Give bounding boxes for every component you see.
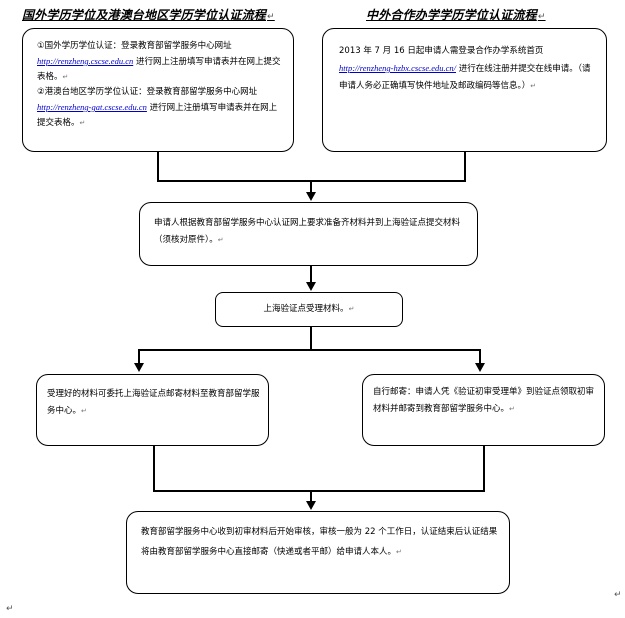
connector-to-final (310, 490, 312, 502)
connector-left-down (157, 152, 159, 181)
right-heading: 中外合作办学学历学位认证流程↵ (366, 6, 546, 23)
item1-paragraph: ①国外学历学位认证：登录教育部留学服务中心网址 http://renzheng.… (37, 39, 283, 85)
connector-right-down (464, 152, 466, 181)
box-accept-materials: 上海验证点受理材料。↵ (215, 292, 403, 327)
link-renzheng[interactable]: http://renzheng.cscse.edu.cn (37, 56, 134, 66)
connector-selfmail-down (483, 446, 485, 491)
sino-foreign-prefix: 2013 年 7 月 16 日起申请人需登录合作办学系统首页 (339, 46, 544, 56)
accept-text: 上海验证点受理材料。 (263, 304, 349, 314)
paragraph-mark-icon: ↵ (79, 119, 86, 127)
connector-submit-accept (310, 266, 312, 284)
paragraph-mark-icon: ↵ (62, 73, 69, 81)
arrow-down-icon (306, 282, 316, 291)
paragraph-mark-icon: ↵ (396, 548, 402, 556)
paragraph-mark-icon: ↵ (614, 590, 622, 600)
right-heading-text: 中外合作办学学历学位认证流程 (366, 8, 537, 22)
arrow-down-icon (306, 192, 316, 201)
arrow-down-icon (475, 363, 485, 372)
sino-foreign-paragraph: 2013 年 7 月 16 日起申请人需登录合作办学系统首页 http://re… (339, 43, 594, 95)
paragraph-mark-icon: ↵ (267, 12, 275, 22)
paragraph-mark-icon: ↵ (217, 236, 224, 244)
connector-to-submit (310, 180, 312, 194)
box-entrust-mail: 受理好的材料可委托上海验证点邮寄材料至教育部留学服务中心。↵ (36, 374, 269, 446)
paragraph-mark-icon: ↵ (81, 407, 87, 415)
arrow-down-icon (134, 363, 144, 372)
final-review-text: 教育部留学服务中心收到初审材料后开始审核，审核一般为 22 个工作日，认证结束后… (141, 527, 498, 557)
left-heading-text: 国外学历学位及港澳台地区学历学位认证流程 (22, 8, 267, 22)
item1-prefix: ①国外学历学位认证：登录教育部留学服务中心网址 (37, 41, 232, 51)
entrust-mail-text: 受理好的材料可委托上海验证点邮寄材料至教育部留学服务中心。 (47, 389, 260, 416)
paragraph-mark-icon: ↵ (348, 305, 355, 313)
link-renzheng-gat[interactable]: http://renzheng-gat.cscse.edu.cn (37, 102, 147, 112)
self-mail-text: 自行邮寄：申请人凭《验证初审受理单》到验证点领取初审材料并邮寄到教育部留学服务中… (373, 387, 595, 414)
submit-text: 申请人根据教育部留学服务中心认证网上要求准备齐材料并到上海验证点提交材料（须核对… (154, 218, 461, 245)
box-sino-foreign-online: 2013 年 7 月 16 日起申请人需登录合作办学系统首页 http://re… (322, 28, 607, 152)
box-final-review: 教育部留学服务中心收到初审材料后开始审核，审核一般为 22 个工作日，认证结束后… (126, 511, 510, 594)
connector-merge-bottom (153, 490, 485, 492)
arrow-down-icon (306, 501, 316, 510)
connector-split-right (479, 349, 481, 365)
connector-merge (157, 180, 466, 182)
connector-split-left (138, 349, 140, 365)
item2-prefix: ②港澳台地区学历学位认证：登录教育部留学服务中心网址 (37, 87, 258, 97)
connector-entrust-down (153, 446, 155, 491)
item2-suffix: 进行网上注册填写申请表并在网上提交表格。 (37, 103, 278, 128)
link-renzheng-hzbx[interactable]: http://renzheng-hzbx.cscse.edu.cn/ (339, 63, 456, 73)
connector-accept-down (310, 327, 312, 350)
item2-paragraph: ②港澳台地区学历学位认证：登录教育部留学服务中心网址 http://renzhe… (37, 85, 283, 131)
paragraph-mark-icon: ↵ (6, 604, 14, 614)
box-submit-materials: 申请人根据教育部留学服务中心认证网上要求准备齐材料并到上海验证点提交材料（须核对… (139, 202, 478, 266)
item1-suffix: 进行网上注册填写申请表并在网上提交表格。 (37, 57, 281, 82)
paragraph-mark-icon: ↵ (537, 12, 546, 22)
connector-split (138, 349, 480, 351)
paragraph-mark-icon: ↵ (509, 405, 515, 413)
box-self-mail: 自行邮寄：申请人凭《验证初审受理单》到验证点领取初审材料并邮寄到教育部留学服务中… (362, 374, 605, 446)
sino-foreign-suffix: 进行在线注册并提交在线申请。（请申请人务必正确填写快件地址及邮政编码等信息。） (339, 64, 591, 91)
box-international-hkmt-online: ①国外学历学位认证：登录教育部留学服务中心网址 http://renzheng.… (22, 28, 294, 152)
left-heading: 国外学历学位及港澳台地区学历学位认证流程↵ (22, 6, 275, 23)
paragraph-mark-icon: ↵ (530, 82, 537, 90)
